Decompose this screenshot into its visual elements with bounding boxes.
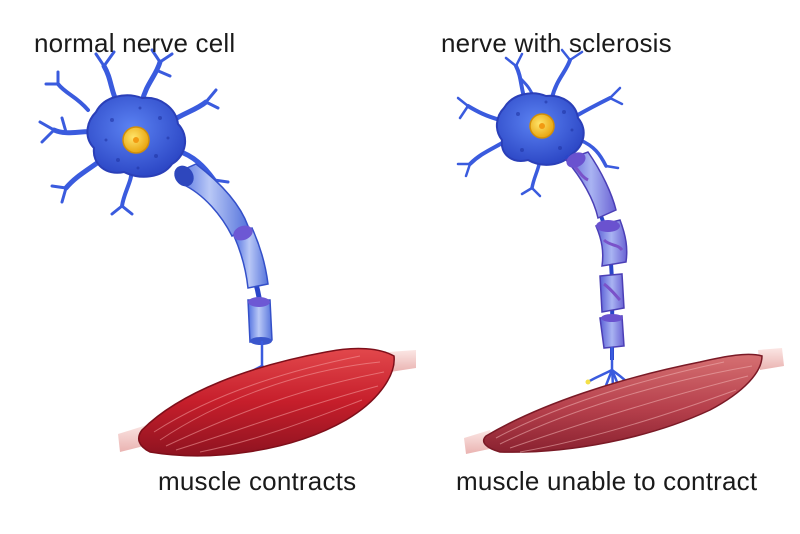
normal-neuron	[38, 48, 295, 415]
normal-nerve-label: normal nerve cell	[34, 28, 236, 58]
contracted-muscle	[118, 347, 416, 457]
sclerosis-neuron	[456, 48, 643, 423]
damaged-myelin	[564, 151, 628, 349]
muscle-contracts-label: muscle contracts	[158, 466, 357, 496]
sclerosis-nerve-label: nerve with sclerosis	[441, 28, 672, 58]
muscle-unable-label: muscle unable to contract	[456, 466, 758, 496]
relaxed-muscle	[464, 348, 784, 454]
normal-myelin	[174, 163, 273, 345]
